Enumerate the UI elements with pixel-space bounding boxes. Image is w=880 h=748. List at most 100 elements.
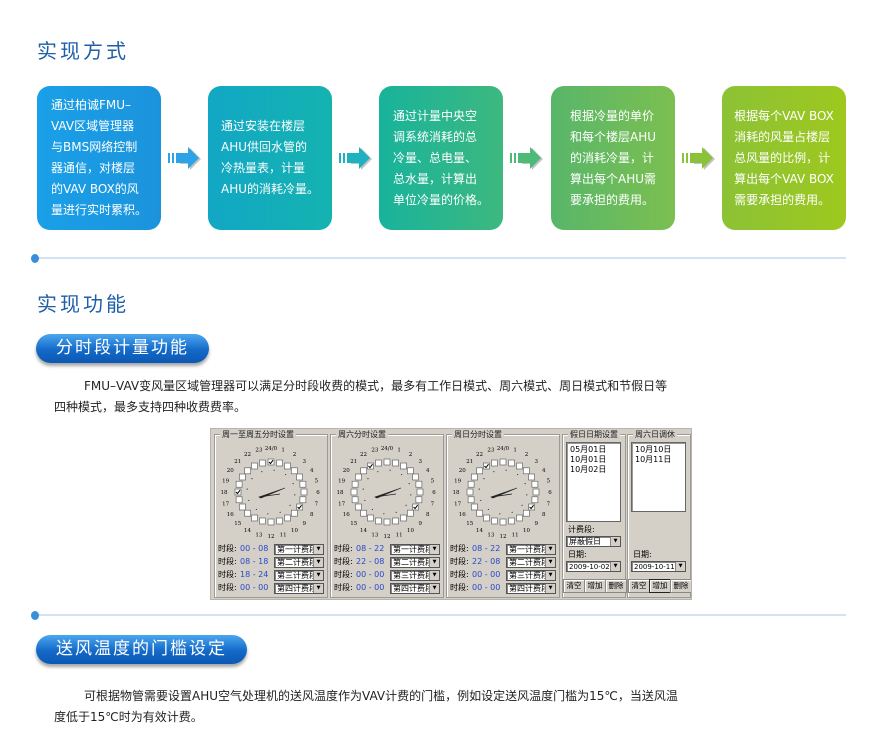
- hour-checkbox[interactable]: [355, 473, 362, 481]
- hour-checkbox[interactable]: [290, 467, 298, 475]
- hour-checkbox[interactable]: [491, 517, 498, 525]
- hour-checkbox[interactable]: [290, 509, 298, 517]
- hour-checkbox[interactable]: [351, 480, 359, 488]
- hour-checkbox[interactable]: [234, 488, 242, 496]
- tier-select[interactable]: 第二计费段▼: [390, 556, 440, 568]
- hour-checkbox[interactable]: [415, 480, 423, 488]
- hour-checkbox[interactable]: [467, 496, 475, 504]
- hour-checkbox[interactable]: [299, 496, 307, 504]
- hour-checkbox[interactable]: [471, 473, 478, 481]
- hour-checkbox[interactable]: [392, 517, 399, 525]
- hour-checkbox[interactable]: [355, 503, 362, 511]
- hour-checkbox[interactable]: [284, 514, 291, 522]
- hour-checkbox[interactable]: [300, 488, 308, 496]
- hour-checkbox[interactable]: [531, 480, 539, 488]
- holiday-date-picker[interactable]: 2009-10-02▼: [566, 561, 621, 572]
- hour-checkbox[interactable]: [471, 503, 478, 511]
- hour-checkbox[interactable]: [367, 514, 374, 522]
- hour-checkbox[interactable]: [531, 496, 539, 504]
- tier-select[interactable]: 第一计费段▼: [390, 543, 440, 555]
- hour-checkbox[interactable]: [259, 517, 266, 525]
- list-item[interactable]: 10月02日: [570, 465, 607, 474]
- hour-checkbox[interactable]: [392, 459, 399, 467]
- hour-checkbox[interactable]: [415, 496, 423, 504]
- hour-checkbox[interactable]: [296, 503, 303, 511]
- tier-select[interactable]: 第四计费段▼: [506, 582, 556, 594]
- hour-checkbox[interactable]: [508, 459, 515, 467]
- hour-checkbox[interactable]: [244, 509, 252, 517]
- weekend-swap-date-picker[interactable]: 2009-10-11▼: [631, 561, 686, 572]
- tier-select[interactable]: 第二计费段▼: [506, 556, 556, 568]
- hour-checkbox[interactable]: [412, 503, 419, 511]
- tier-select[interactable]: 第一计费段▼: [274, 543, 324, 555]
- hour-checkbox[interactable]: [532, 488, 540, 496]
- tier-select[interactable]: 第三计费段▼: [274, 569, 324, 581]
- holiday-add-button[interactable]: 增加: [584, 579, 606, 593]
- hour-checkbox[interactable]: [522, 509, 530, 517]
- hour-checkbox[interactable]: [267, 458, 275, 466]
- hour-checkbox[interactable]: [367, 462, 374, 470]
- list-item[interactable]: 10月11日: [635, 455, 672, 464]
- hour-checkbox[interactable]: [483, 462, 490, 470]
- hour-checkbox[interactable]: [406, 467, 414, 475]
- hour-checkbox[interactable]: [522, 467, 530, 475]
- hour-checkbox[interactable]: [251, 462, 258, 470]
- hour-checkbox[interactable]: [412, 473, 419, 481]
- hour-checkbox[interactable]: [276, 517, 283, 525]
- hour-checkbox[interactable]: [299, 480, 307, 488]
- list-item[interactable]: 05月01日: [570, 445, 607, 454]
- hour-checkbox[interactable]: [400, 514, 407, 522]
- hour-checkbox[interactable]: [239, 473, 246, 481]
- weekend-swap-add-button[interactable]: 增加: [649, 579, 671, 593]
- hour-checkbox[interactable]: [375, 459, 382, 467]
- weekend-swap-delete-button[interactable]: 删除: [670, 579, 691, 593]
- hour-checkbox[interactable]: [491, 459, 498, 467]
- tier-select[interactable]: 第一计费段▼: [506, 543, 556, 555]
- hour-checkbox[interactable]: [284, 462, 291, 470]
- holiday-clear-button[interactable]: 清空: [563, 579, 585, 593]
- hour-checkbox[interactable]: [400, 462, 407, 470]
- weekend-swap-clear-button[interactable]: 清空: [628, 579, 650, 593]
- hour-checkbox[interactable]: [516, 514, 523, 522]
- hour-checkbox[interactable]: [466, 488, 474, 496]
- hour-checkbox[interactable]: [375, 517, 382, 525]
- hour-checkbox[interactable]: [406, 509, 414, 517]
- holiday-delete-button[interactable]: 删除: [605, 579, 627, 593]
- hour-checkbox[interactable]: [244, 467, 252, 475]
- hour-checkbox[interactable]: [516, 462, 523, 470]
- list-item[interactable]: 10月01日: [570, 455, 607, 464]
- hour-checkbox[interactable]: [235, 496, 243, 504]
- hour-checkbox[interactable]: [499, 518, 507, 526]
- hour-checkbox[interactable]: [528, 473, 535, 481]
- hour-checkbox[interactable]: [360, 467, 368, 475]
- hour-checkbox[interactable]: [383, 458, 391, 466]
- hour-checkbox[interactable]: [476, 467, 484, 475]
- hour-checkbox[interactable]: [259, 459, 266, 467]
- hour-checkbox[interactable]: [467, 480, 475, 488]
- holiday-tier-select[interactable]: 屏蔽假日▼: [566, 536, 621, 547]
- hour-checkbox[interactable]: [350, 488, 358, 496]
- hour-checkbox[interactable]: [483, 514, 490, 522]
- hour-checkbox[interactable]: [239, 503, 246, 511]
- hour-checkbox[interactable]: [360, 509, 368, 517]
- hour-checkbox[interactable]: [476, 509, 484, 517]
- hour-checkbox[interactable]: [267, 518, 275, 526]
- tier-select[interactable]: 第二计费段▼: [274, 556, 324, 568]
- list-item[interactable]: 10月10日: [635, 445, 672, 454]
- hour-checkbox[interactable]: [251, 514, 258, 522]
- tier-select[interactable]: 第四计费段▼: [274, 582, 324, 594]
- hour-checkbox[interactable]: [296, 473, 303, 481]
- hour-checkbox[interactable]: [276, 459, 283, 467]
- hour-checkbox[interactable]: [528, 503, 535, 511]
- hour-checkbox[interactable]: [383, 518, 391, 526]
- hour-checkbox[interactable]: [499, 458, 507, 466]
- tier-select[interactable]: 第四计费段▼: [390, 582, 440, 594]
- hour-checkbox[interactable]: [351, 496, 359, 504]
- hour-checkbox[interactable]: [235, 480, 243, 488]
- hour-checkbox[interactable]: [416, 488, 424, 496]
- tier-select[interactable]: 第三计费段▼: [506, 569, 556, 581]
- hour-checkbox[interactable]: [508, 517, 515, 525]
- tier-select[interactable]: 第三计费段▼: [390, 569, 440, 581]
